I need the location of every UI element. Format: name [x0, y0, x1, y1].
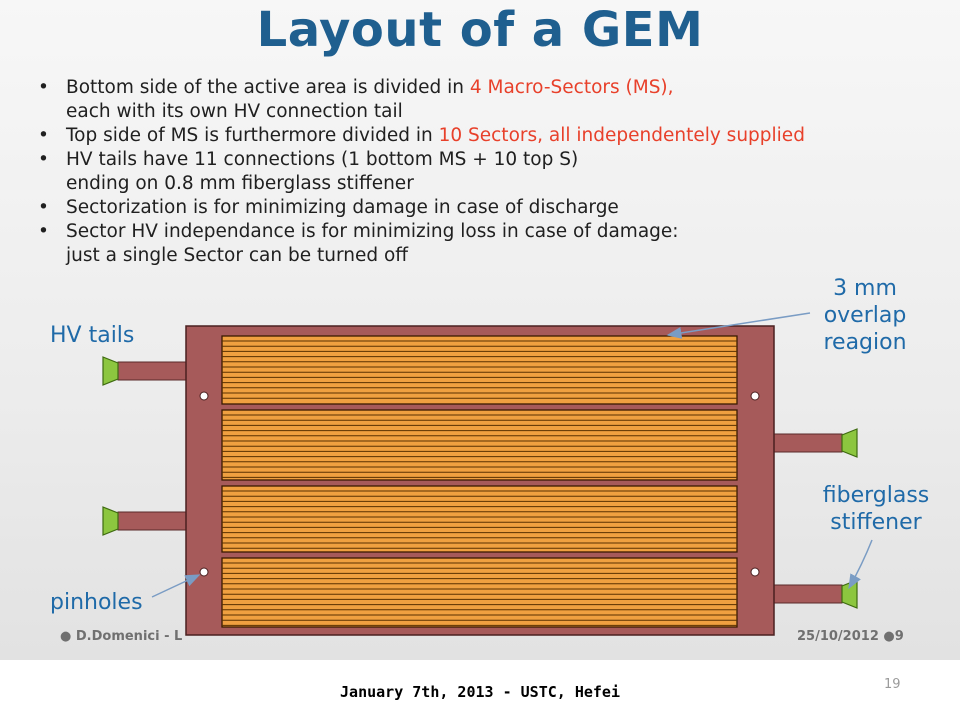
bullet-text: Sectorization is for minimizing damage i… — [66, 197, 619, 218]
highlight-text: 4 Macro-Sectors (MS), — [469, 77, 674, 98]
pinhole — [750, 391, 760, 401]
bullet-line: Sectorization is for minimizing damage i… — [66, 196, 938, 220]
bullet-line: ending on 0.8 mm fiberglass stiffener — [66, 172, 938, 196]
pinhole — [750, 567, 760, 577]
slide: Layout of a GEM • Bottom side of the acti… — [0, 0, 960, 660]
sector — [221, 485, 738, 553]
bullet-text: ending on 0.8 mm fiberglass stiffener — [66, 173, 414, 194]
bullet-line: just a single Sector can be turned off — [66, 244, 938, 268]
bullet-text: Sector HV independance is for minimizing… — [66, 221, 679, 242]
bullet-line: Sector HV independance is for minimizing… — [66, 220, 938, 244]
overlap-label-line1: 3 mm — [833, 276, 897, 301]
bullet-item: • Top side of MS is furthermore divided i… — [38, 124, 938, 148]
pinholes-label: pinholes — [50, 590, 143, 615]
stiffener-arrow — [848, 539, 873, 590]
stiffener-label-line2: stiffener — [830, 510, 922, 535]
bullet-dot: • — [38, 125, 49, 146]
bullet-dot: • — [38, 197, 49, 218]
bullet-text: Bottom side of the active area is divide… — [66, 77, 470, 98]
bullet-text: HV tails have 11 connections (1 bottom M… — [66, 149, 579, 170]
bullet-item: • Bottom side of the active area is divid… — [38, 76, 938, 124]
bullet-item: • Sectorization is for minimizing damage … — [38, 196, 938, 220]
pinhole — [199, 391, 209, 401]
sector — [221, 409, 738, 481]
hv-tail-right-top — [773, 428, 858, 458]
bullet-dot: • — [38, 149, 49, 170]
bullet-dot: • — [38, 77, 49, 98]
highlight-text: 10 Sectors, all independentely supplied — [438, 125, 805, 146]
bullet-line: HV tails have 11 connections (1 bottom M… — [66, 148, 938, 172]
overlap-label-line3: reagion — [823, 330, 906, 355]
bullet-item: • HV tails have 11 connections (1 bottom … — [38, 148, 938, 196]
bottom-strip — [0, 660, 960, 720]
overlap-arrow — [666, 312, 811, 339]
footer-text: January 7th, 2013 - USTC, Hefei — [340, 683, 620, 701]
bullet-list: • Bottom side of the active area is divid… — [38, 76, 938, 268]
slide-title: Layout of a GEM — [256, 2, 704, 58]
bullet-item: • Sector HV independance is for minimizin… — [38, 220, 938, 268]
bullet-line: Bottom side of the active area is divide… — [66, 76, 938, 100]
hv-tails-label: HV tails — [50, 323, 134, 348]
page-number: 19 — [884, 677, 901, 692]
gem-layout-diagram: HV tails 3 mm overlap reagion fiberglass… — [50, 276, 930, 644]
bullet-text: just a single Sector can be turned off — [66, 245, 409, 266]
bullet-line: each with its own HV connection tail — [66, 100, 938, 124]
macro-sectors — [221, 335, 738, 628]
bullet-text: Top side of MS is furthermore divided in — [66, 125, 439, 146]
stiffener-label-line1: fiberglass — [823, 483, 930, 508]
hv-tail-right-bottom — [773, 579, 858, 609]
inner-footer-left: ● D.Domenici - L — [60, 629, 182, 644]
bullet-line: Top side of MS is furthermore divided in… — [66, 124, 938, 148]
bullet-text: each with its own HV connection tail — [66, 101, 403, 122]
bullet-dot: • — [38, 221, 49, 242]
inner-footer-right: 25/10/2012 ●9 — [797, 629, 904, 644]
pinholes-arrow — [151, 574, 201, 598]
overlap-label-line2: overlap — [824, 303, 907, 328]
hv-tail-left-bottom — [102, 506, 187, 536]
pinhole — [199, 567, 209, 577]
hv-tail-left-top — [102, 356, 187, 386]
